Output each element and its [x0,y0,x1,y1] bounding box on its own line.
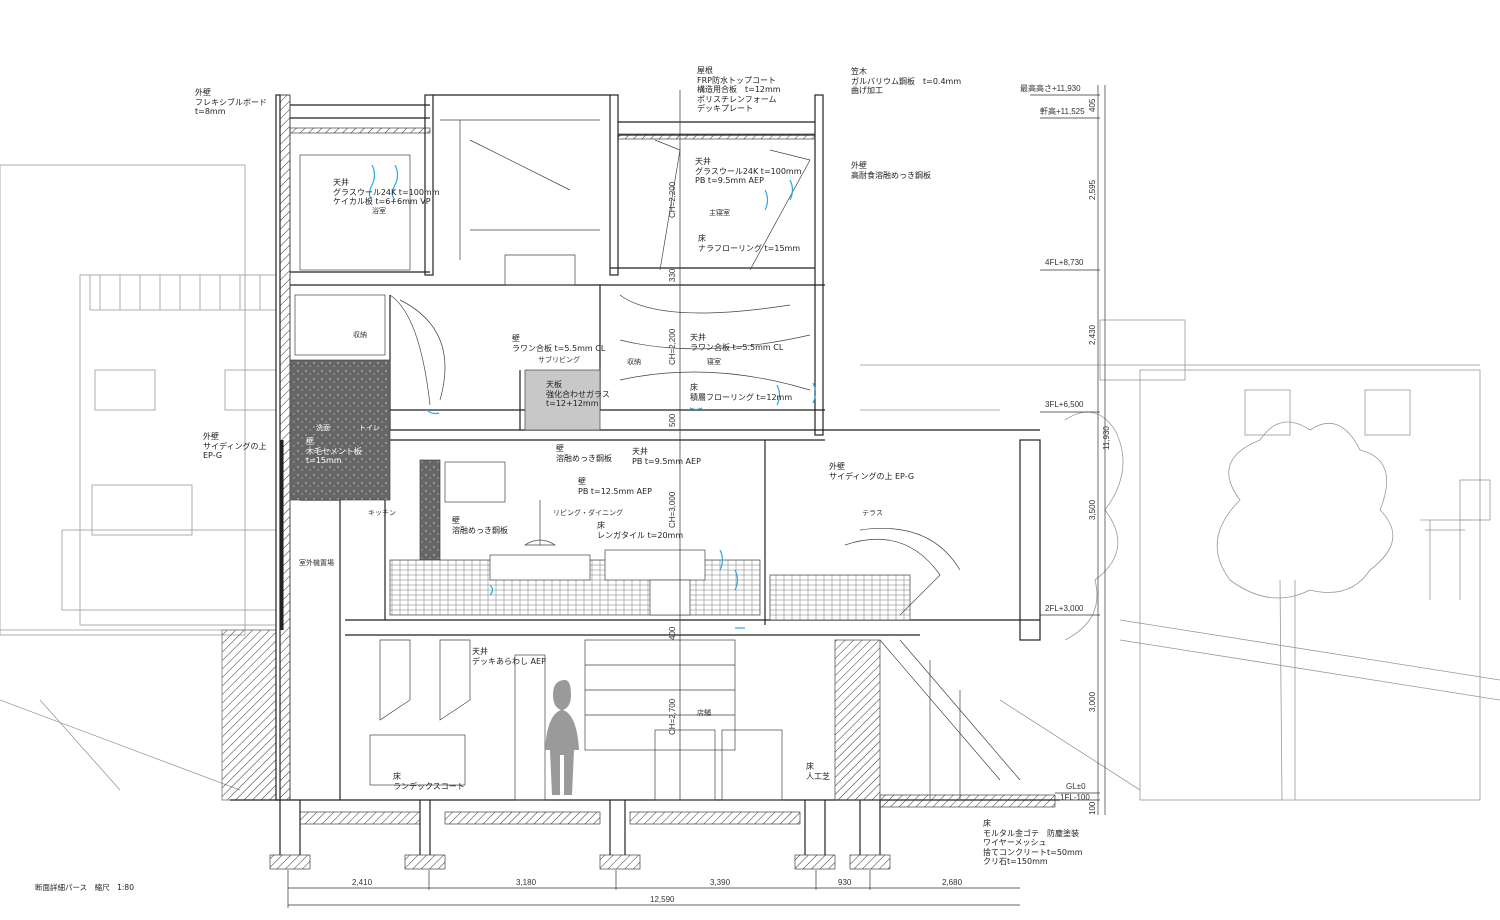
neighbor-buildings-right [860,319,1500,801]
vdim-2430: 2,430 [1088,324,1097,345]
note-outer-wall-siding-right: 外壁 サイディングの上 EP-G [829,462,915,481]
vdim-100: 100 [1088,801,1097,815]
note-floor-laminated: 床 積層フローリング t=12mm [690,383,793,402]
room-toilet: トイレ [359,424,380,432]
note-floor-oak: 床 ナラフローリング t=15mm [698,234,801,253]
note-roof: 屋根 FRP防水トップコート 構造用合板 t=12mm ポリスチレンフォーム デ… [697,66,781,113]
hdim-span-5: 2,680 [942,878,963,887]
drawing-title: 断面詳細パース 縮尺 1:80 [35,883,134,892]
room-shop: 店舗 [697,709,711,717]
note-floor-brick: 床 レンガタイル t=20mm [597,521,684,540]
ch-2f: CH=3,000 [668,491,677,528]
person-silhouette [545,680,579,795]
note-wall-lauan: 壁 ラワン合板 t=5.5mm CL [512,334,606,353]
note-ceiling-pb: 天井 PB t=9.5mm AEP [632,447,701,466]
level-2fl: 2FL+3,000 [1045,604,1084,613]
room-storage-1: 収納 [353,331,367,339]
note-wall-galvanized-1: 壁 溶融めっき鋼板 [556,444,612,463]
level-eaves: 軒高+11,525 [1040,107,1085,116]
room-terrace: テラス [862,509,883,517]
note-ceiling-lauan: 天井 ラワン合板 t=5.5mm CL [690,333,784,352]
room-living-dining: リビング・ダイニング [553,509,623,517]
ch-3f: CH=2,200 [668,328,677,365]
vdim-3500: 3,500 [1088,499,1097,520]
hdim-total: 12,590 [650,895,675,904]
note-outer-wall-flexible-board: 外壁 フレキシブルボード t=8mm [195,88,267,116]
note-outer-wall-steel: 外壁 高耐食溶融めっき鋼板 [851,161,931,180]
note-ceiling-master: 天井 グラスウール24K t=100mm PB t=9.5mm AEP [695,157,802,185]
level-max-height: 最高高さ+11,930 [1020,84,1081,93]
slab-2f: 400 [668,626,677,640]
hdim-span-1: 2,410 [352,878,373,887]
slab-3f: 500 [668,413,677,427]
note-floor-mortar: 床 モルタル金ゴテ 防塵塗装 ワイヤーメッシュ 捨てコンクリートt=50mm ク… [983,819,1083,866]
note-wall-wood-cement: 壁 木毛セメント板 t=15mm [306,437,362,465]
note-wall-pb: 壁 PB t=12.5mm AEP [578,477,652,496]
hdim-span-3: 3,390 [710,878,731,887]
room-kitchen: キッチン [368,509,396,517]
level-gl: GL±0 [1066,782,1086,791]
note-floor-landex: 床 ランデックスコート [393,772,465,791]
room-bedroom: 寝室 [707,358,721,366]
note-wall-galvanized-2: 壁 溶融めっき鋼板 [452,516,508,535]
room-outdoor-unit: 室外機置場 [299,559,334,567]
note-outer-wall-siding-left: 外壁 サイディングの上 EP-G [203,432,267,460]
level-4fl: 4FL+8,730 [1045,258,1084,267]
building-structure [230,94,1060,870]
room-washroom: 洗面 [316,424,330,432]
note-ceiling-bath: 天井 グラスウール24K t=100mm ケイカル板 t=6+6mm VP [333,178,440,206]
note-top-glass: 天板 強化合わせガラス t=12+12mm [546,380,610,408]
dimension-lines [287,85,1106,908]
interior-details [289,119,1021,801]
room-master-bedroom: 主寝室 [709,209,730,217]
note-floor-turf: 床 人工芝 [806,762,830,781]
hdim-span-2: 3,180 [516,878,537,887]
vdim-3000: 3,000 [1088,691,1097,712]
room-bath: 浴室 [372,207,386,215]
ch-1f: CH=2,700 [668,698,677,735]
hdim-span-4: 930 [838,878,852,887]
vdim-2595: 2,595 [1088,179,1097,200]
note-coping: 笠木 ガルバリウム鋼板 t=0.4mm 曲げ加工 [851,67,962,95]
vdim-405: 405 [1088,98,1097,112]
vdim-total: 11,930 [1102,426,1111,450]
level-1fl: 1FL-100 [1060,793,1090,802]
neighbor-buildings-left [0,164,281,801]
room-sub-living: サブリビング [538,356,580,364]
note-ceiling-deck: 天井 デッキあらわし AEP [472,647,546,666]
ch-4f: CH=2,200 [668,181,677,218]
airflow-arrows [368,164,817,629]
room-storage-2: 収納 [627,358,641,366]
level-3fl: 3FL+6,500 [1045,400,1084,409]
slab-4f: 330 [668,268,677,282]
